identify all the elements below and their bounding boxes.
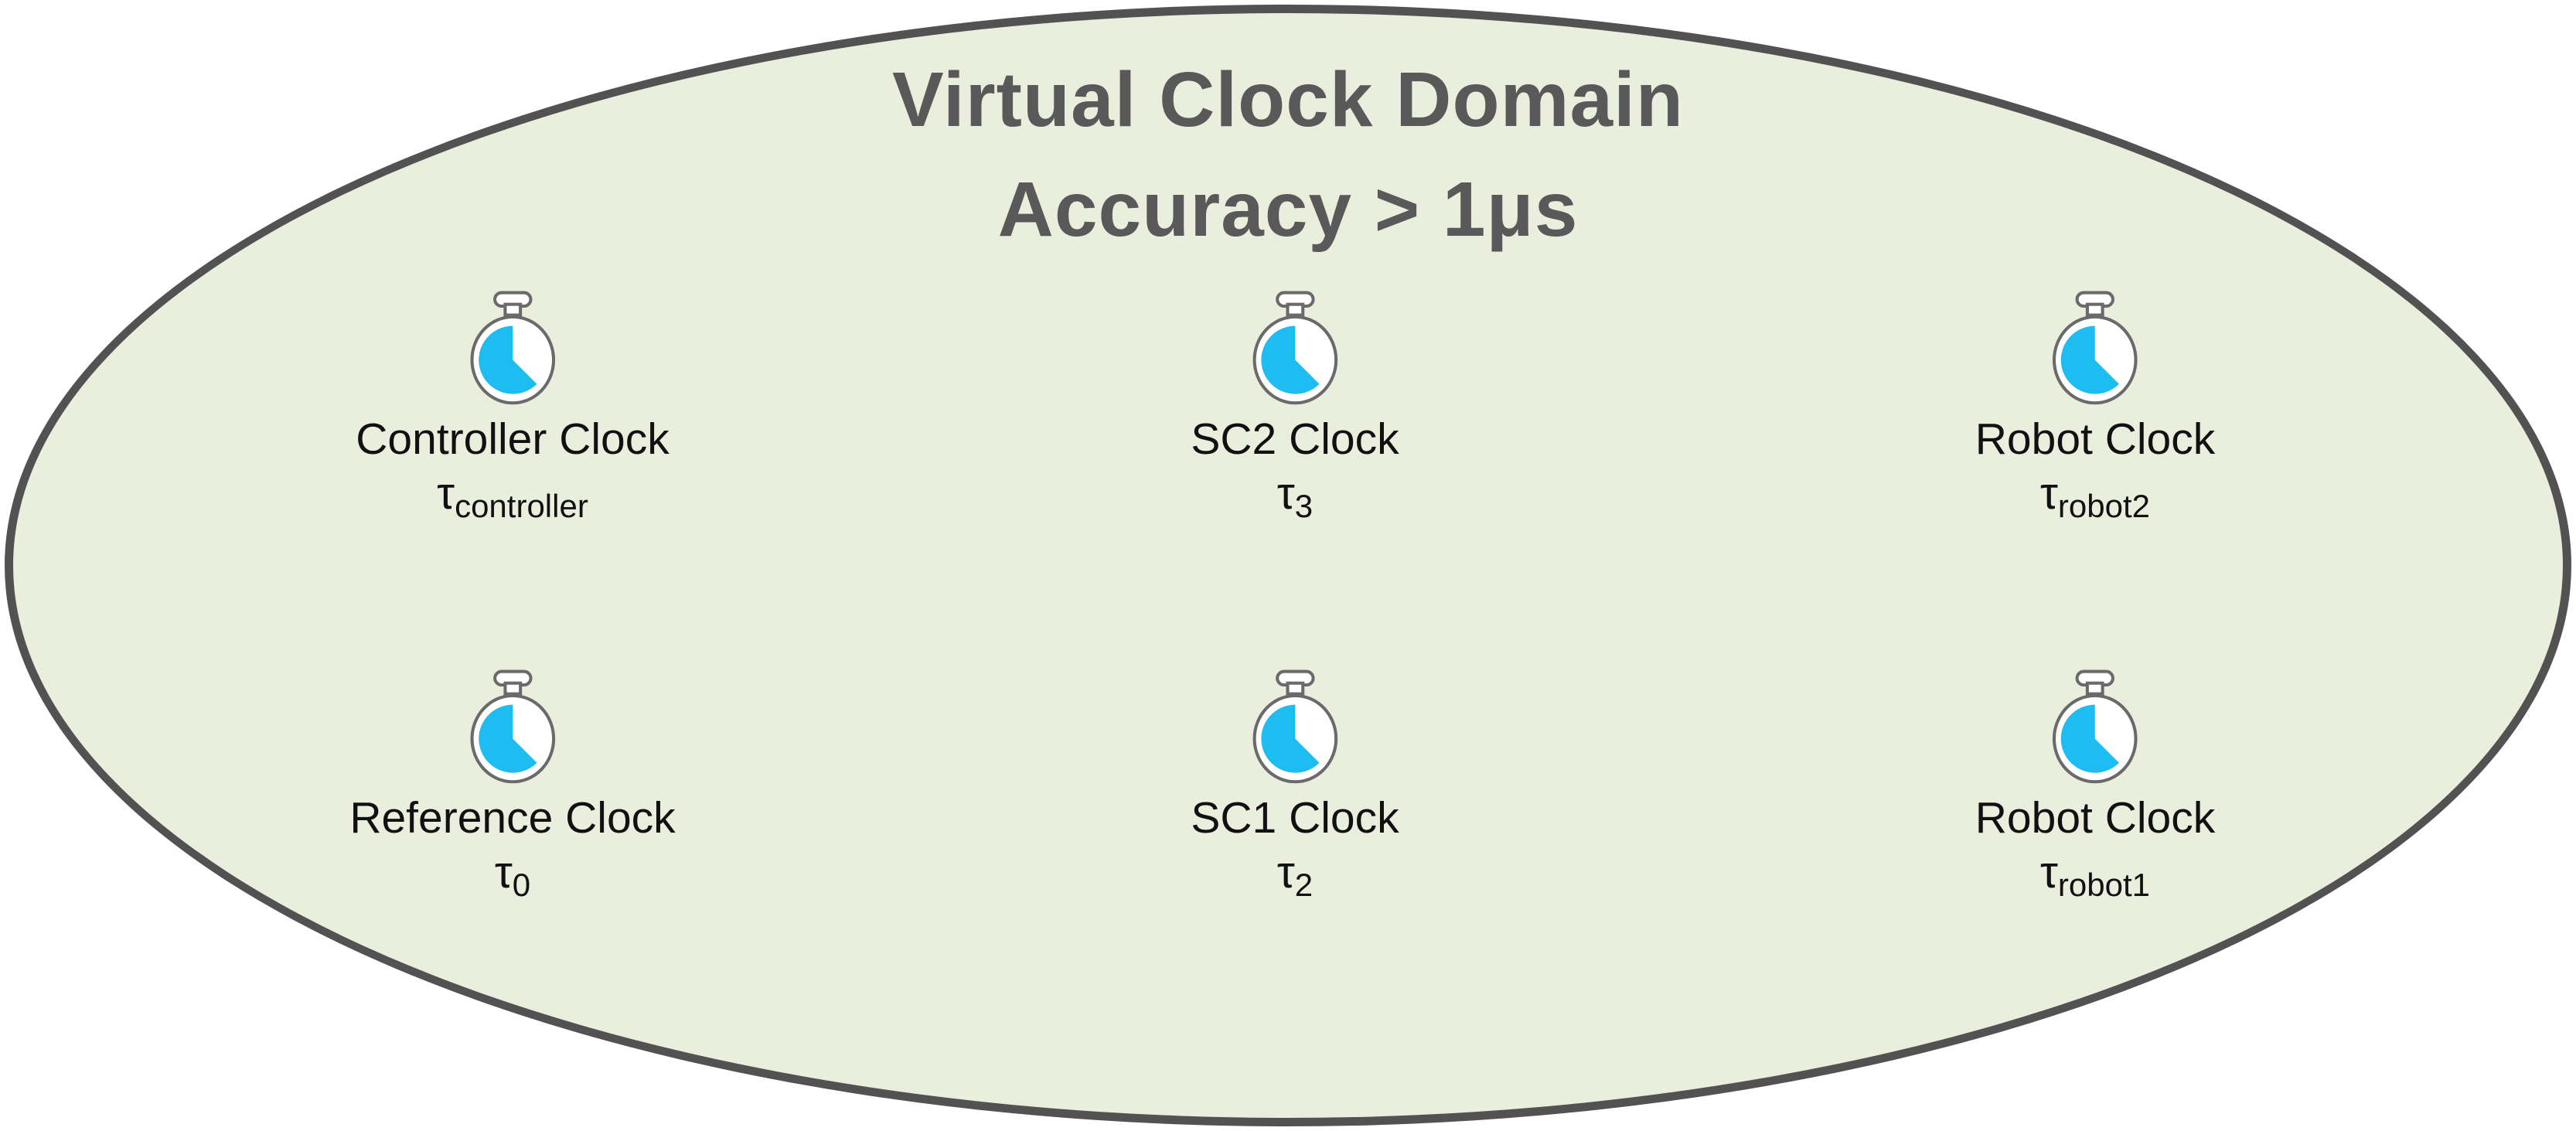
clock-label: Reference Clock [349,793,676,843]
tau-subscript: 2 [1294,867,1314,904]
stopwatch-icon [1252,291,1337,405]
tau-symbol: τ [2039,468,2058,519]
clock-sc2: SC2 Clock τ3 [1191,290,1399,523]
tau-subscript: robot2 [2057,488,2150,525]
tau-symbol: τ [437,468,455,519]
domain-title-line1: Virtual Clock Domain [892,56,1684,143]
clock-controller: Controller Clock τcontroller [356,290,670,523]
clock-symbol: τ3 [1277,471,1313,523]
clock-symbol: τrobot1 [2039,847,2150,901]
stopwatch-icon [470,291,555,405]
tau-subscript: robot1 [2057,867,2150,904]
clock-symbol: τcontroller [437,471,588,523]
tau-subscript: 0 [512,867,531,904]
clock-label: Robot Clock [1975,793,2216,843]
clock-symbol: τ0 [494,847,530,901]
tau-subscript: controller [455,488,588,525]
virtual-clock-domain-ellipse [5,5,2571,1126]
clock-label: SC2 Clock [1191,414,1399,464]
clock-label: Robot Clock [1975,414,2216,464]
tau-symbol: τ [494,847,513,898]
tau-subscript: 3 [1294,488,1314,525]
stopwatch-icon [1252,669,1337,784]
clock-reference: Reference Clock τ0 [349,669,676,901]
stopwatch-icon [2053,669,2138,784]
clock-robot1: Robot Clock τrobot1 [1975,669,2216,901]
clock-sc1: SC1 Clock τ2 [1191,669,1399,901]
clock-symbol: τ2 [1276,847,1313,901]
domain-title: Virtual Clock Domain Accuracy > 1μs [0,45,2576,264]
tau-symbol: τ [1276,468,1295,519]
stopwatch-icon [470,669,555,784]
clock-robot2: Robot Clock τrobot2 [1975,290,2216,523]
domain-title-line2: Accuracy > 1μs [997,166,1579,253]
tau-symbol: τ [1276,847,1295,898]
stopwatch-icon [2053,291,2138,405]
tau-symbol: τ [2039,847,2058,898]
clock-label: SC1 Clock [1191,793,1399,843]
clock-symbol: τrobot2 [2040,471,2150,523]
clock-label: Controller Clock [356,414,670,464]
